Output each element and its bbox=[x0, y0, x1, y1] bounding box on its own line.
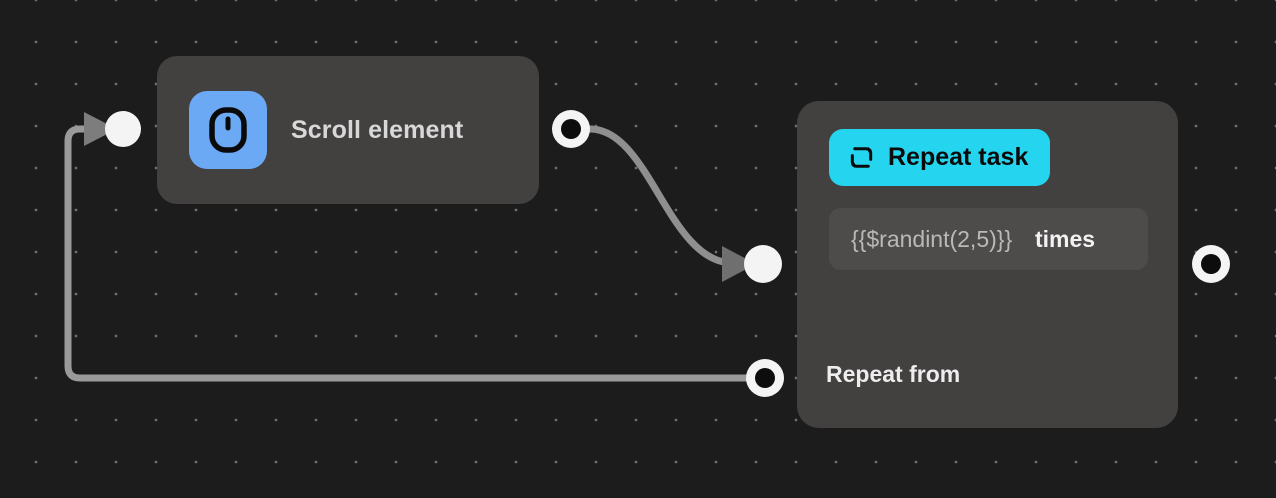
scroll-element-input-port[interactable] bbox=[105, 111, 141, 147]
mouse-scroll-icon-glyph bbox=[209, 107, 247, 153]
edge-scroll-output-to-repeat-input bbox=[586, 125, 737, 267]
repeat-loop-icon bbox=[850, 147, 873, 168]
node-scroll-element-title: Scroll element bbox=[291, 115, 464, 144]
repeat-count-field[interactable]: {{$randint(2,5)}} times bbox=[829, 208, 1148, 270]
repeat-task-header[interactable]: Repeat task bbox=[829, 129, 1051, 186]
repeat-from-port[interactable] bbox=[746, 359, 784, 397]
repeat-task-output-port[interactable] bbox=[1192, 245, 1230, 283]
node-repeat-task[interactable]: Repeat task {{$randint(2,5)}} times Repe… bbox=[797, 101, 1178, 428]
repeat-from-label: Repeat from bbox=[826, 361, 961, 387]
node-scroll-element[interactable]: Scroll element bbox=[157, 56, 539, 204]
repeat-task-header-label: Repeat task bbox=[888, 143, 1029, 171]
repeat-count-unit-label: times bbox=[1035, 225, 1096, 252]
scroll-element-output-port[interactable] bbox=[552, 110, 590, 148]
repeat-count-input[interactable]: {{$randint(2,5)}} bbox=[851, 225, 1013, 252]
repeat-task-input-port[interactable] bbox=[744, 245, 782, 283]
mouse-scroll-icon bbox=[189, 91, 267, 169]
